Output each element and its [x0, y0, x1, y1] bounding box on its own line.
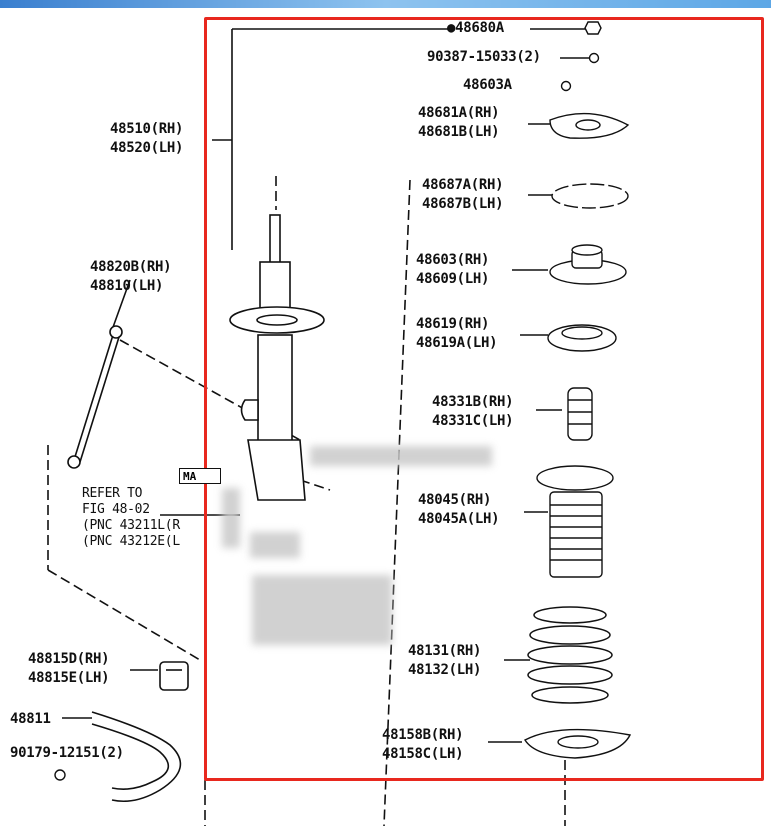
highlight-box: [204, 17, 764, 781]
label-48131-rh: 48131(RH): [408, 643, 482, 659]
label-48619-rh: 48619(RH): [416, 316, 490, 332]
blurred-region: [310, 446, 492, 466]
label-48820-rh: 48820B(RH): [90, 259, 172, 275]
bolt-90179-icon: [54, 769, 66, 781]
label-48603-lh: 48609(LH): [416, 271, 490, 287]
label-48820-lh: 48810(LH): [90, 278, 164, 294]
bolt-90387-icon: [588, 52, 600, 64]
insulator-48158-icon: [524, 728, 632, 759]
label-48619-lh: 48619A(LH): [416, 335, 498, 351]
label-48619: 48619(RH) 48619A(LH): [416, 315, 498, 353]
label-48510: 48510(RH) 48520(LH): [110, 120, 183, 158]
label-48680a: ●48680A: [447, 20, 504, 36]
label-48815-rh: 48815D(RH): [28, 651, 110, 667]
label-90179: 90179-12151(2): [10, 745, 124, 761]
label-48331: 48331B(RH) 48331C(LH): [432, 393, 514, 431]
label-48681-lh: 48681B(LH): [418, 124, 500, 140]
label-48820: 48820B(RH) 48810(LH): [90, 258, 172, 296]
refer-line-1: REFER TO: [82, 486, 143, 501]
cap-48603a-icon: [560, 80, 572, 92]
label-48815: 48815D(RH) 48815E(LH): [28, 650, 110, 688]
bearing-48619-icon: [547, 324, 617, 352]
label-48603a: 48603A: [463, 77, 512, 93]
nut-48680a-icon: [584, 21, 602, 35]
blurred-region: [222, 488, 240, 548]
centerline-left: [383, 179, 411, 827]
ma-box-label: MA: [179, 468, 221, 484]
label-48681-rh: 48681A(RH): [418, 105, 500, 121]
label-48510-rh: 48510(RH): [110, 121, 184, 137]
support-48603-icon: [549, 244, 627, 285]
mount-plate-48681-icon: [549, 112, 630, 139]
label-48045-rh: 48045(RH): [418, 492, 492, 508]
label-48687: 48687A(RH) 48687B(LH): [422, 176, 504, 214]
insulator-48687-icon: [551, 183, 629, 209]
top-color-bar: [0, 0, 771, 8]
blurred-region: [250, 532, 300, 558]
boot-48045-icon: [536, 465, 614, 578]
label-48510-lh: 48520(LH): [110, 140, 184, 156]
refer-line-2: FIG 48-02: [82, 502, 150, 517]
label-48603: 48603(RH) 48609(LH): [416, 251, 489, 289]
stabilizer-link-48820-icon: [67, 325, 123, 469]
label-90387: 90387-15033(2): [427, 49, 541, 65]
refer-line-3: (PNC 43211L(R: [82, 518, 180, 533]
refer-to-note: REFER TO FIG 48-02 (PNC 43211L(R (PNC 43…: [82, 486, 180, 550]
bumper-48331-icon: [567, 387, 593, 441]
bushing-48815-icon: [159, 661, 189, 691]
label-48681: 48681A(RH) 48681B(LH): [418, 104, 500, 142]
strut-assembly-48510-icon: [229, 214, 325, 501]
stabilizer-bar-48811-icon: [91, 711, 182, 803]
label-48131-lh: 48132(LH): [408, 662, 482, 678]
label-48045-lh: 48045A(LH): [418, 511, 500, 527]
label-48815-lh: 48815E(LH): [28, 670, 110, 686]
label-48603-rh: 48603(RH): [416, 252, 490, 268]
label-48158-rh: 48158B(RH): [382, 727, 464, 743]
label-48158-lh: 48158C(LH): [382, 746, 464, 762]
label-48687-lh: 48687B(LH): [422, 196, 504, 212]
blurred-region: [252, 575, 392, 645]
refer-line-4: (PNC 43212E(L: [82, 534, 180, 549]
coil-spring-48131-icon: [527, 606, 613, 704]
label-48045: 48045(RH) 48045A(LH): [418, 491, 500, 529]
label-48131: 48131(RH) 48132(LH): [408, 642, 481, 680]
label-48331-rh: 48331B(RH): [432, 394, 514, 410]
label-48811: 48811: [10, 711, 51, 727]
label-48331-lh: 48331C(LH): [432, 413, 514, 429]
leader-line-48820: [111, 279, 131, 331]
label-48158: 48158B(RH) 48158C(LH): [382, 726, 464, 764]
label-48687-rh: 48687A(RH): [422, 177, 504, 193]
